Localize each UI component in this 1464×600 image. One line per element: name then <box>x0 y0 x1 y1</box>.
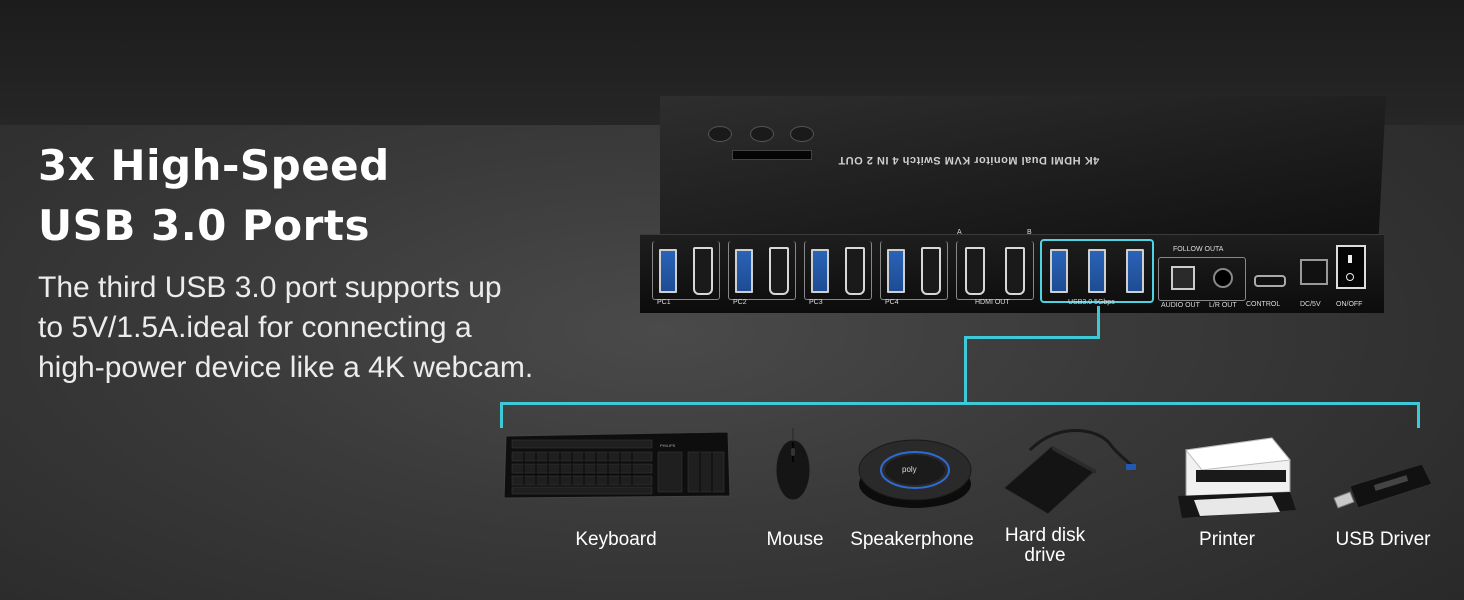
kvm-button-2 <box>750 126 774 142</box>
follow-outa-group: FOLLOW OUTA AUDIO OUT L/R OUT <box>1158 246 1246 309</box>
usb3-port-2 <box>1088 249 1106 293</box>
dc-port <box>1300 259 1328 285</box>
pc3-port-group: PC3 <box>804 241 872 306</box>
port-label-hdmi-out: HDMI OUT <box>975 299 1010 306</box>
port-label-pc4: PC4 <box>885 299 899 306</box>
port-label-pc3: PC3 <box>809 299 823 306</box>
accessory-label-speakerphone: Speakerphone <box>850 529 974 550</box>
usb3-port-group: USB3.0 5Gbps <box>1040 239 1154 306</box>
headline-line-1: 3x High-Speed <box>38 141 390 190</box>
hdmi-port <box>845 247 865 295</box>
usb3-port-1 <box>1050 249 1068 293</box>
speakerphone-icon: poly <box>858 439 972 508</box>
hdmi-out-b-port <box>1005 247 1025 295</box>
headline: 3x High-Speed USB 3.0 Ports <box>38 136 390 256</box>
keyboard-brand: PHILIPS <box>660 443 676 448</box>
description-line-3: high-power device like a 4K webcam. <box>38 351 534 384</box>
description-line-1: The third USB 3.0 port supports up <box>38 271 502 304</box>
usb-port <box>811 249 829 293</box>
hdmi-port <box>921 247 941 295</box>
printer-icon <box>1178 437 1296 518</box>
port-label-pc2: PC2 <box>733 299 747 306</box>
accessory-label-printer: Printer <box>1199 529 1255 550</box>
usb-port <box>659 249 677 293</box>
headline-line-2: USB 3.0 Ports <box>38 201 370 250</box>
connector-line-left-end <box>500 402 503 428</box>
port-label-usb3: USB3.0 5Gbps <box>1068 299 1115 306</box>
usb-port <box>735 249 753 293</box>
audio-out-port <box>1171 266 1195 290</box>
usb-port <box>887 249 905 293</box>
connector-line-horizontal-long <box>500 402 1420 405</box>
port-label-audio-out: AUDIO OUT <box>1161 302 1200 309</box>
port-label-control: CONTROL <box>1246 301 1281 308</box>
usb3-port-3 <box>1126 249 1144 293</box>
lr-out-port <box>1213 268 1233 288</box>
hard-disk-icon <box>1003 429 1136 515</box>
control-port <box>1254 275 1286 287</box>
connector-line-right-end <box>1417 402 1420 428</box>
kvm-display-slot <box>732 150 812 160</box>
hdmi-out-a-port <box>965 247 985 295</box>
kvm-front-panel: PC1 PC2 PC3 PC4 A B HDMI OUT <box>640 229 1384 313</box>
connector-line-down <box>1097 306 1100 338</box>
power-switch <box>1336 245 1366 289</box>
pc2-port-group: PC2 <box>728 241 796 306</box>
kvm-title-text: 4K HDMI Dual Monitor KVM Switch 4 IN 2 O… <box>838 154 1100 166</box>
description-line-2: to 5V/1.5A.ideal for connecting a <box>38 311 472 344</box>
accessory-label-usb-driver: USB Driver <box>1335 529 1431 550</box>
port-label-b: B <box>1027 229 1032 236</box>
accessory-label-hard-disk-line-1: Hard disk <box>1004 525 1086 546</box>
keyboard-icon: PHILIPS <box>503 431 731 499</box>
speakerphone-brand: poly <box>902 465 917 474</box>
connector-line-drop <box>964 336 967 404</box>
accessory-label-mouse: Mouse <box>766 529 824 550</box>
accessory-label-hard-disk: Hard disk drive <box>985 526 1105 566</box>
accessory-label-keyboard: Keyboard <box>575 529 657 550</box>
hdmi-port <box>769 247 789 295</box>
connector-line-horizontal-short <box>964 336 1100 339</box>
port-label-pc1: PC1 <box>657 299 671 306</box>
kvm-button-1 <box>708 126 732 142</box>
pc4-port-group: PC4 <box>880 241 948 306</box>
pc1-port-group: PC1 <box>652 241 720 306</box>
port-label-dc: DC/5V <box>1300 301 1321 308</box>
description: The third USB 3.0 port supports up to 5V… <box>38 268 598 388</box>
hdmi-port <box>693 247 713 295</box>
kvm-switch-image: 4K HDMI Dual Monitor KVM Switch 4 IN 2 O… <box>640 96 1390 316</box>
port-label-a: A <box>957 229 962 236</box>
accessory-label-hard-disk-line-2: drive <box>1024 545 1066 566</box>
hdmi-out-port-group: A B HDMI OUT <box>956 229 1034 306</box>
usb-drive-icon <box>1333 463 1433 509</box>
kvm-power-button <box>790 126 814 142</box>
port-label-power: ON/OFF <box>1336 301 1363 308</box>
port-label-lr-out: L/R OUT <box>1209 302 1237 309</box>
mouse-icon <box>775 428 811 501</box>
port-label-follow: FOLLOW OUTA <box>1173 246 1224 253</box>
kvm-top-panel: 4K HDMI Dual Monitor KVM Switch 4 IN 2 O… <box>660 96 1386 234</box>
